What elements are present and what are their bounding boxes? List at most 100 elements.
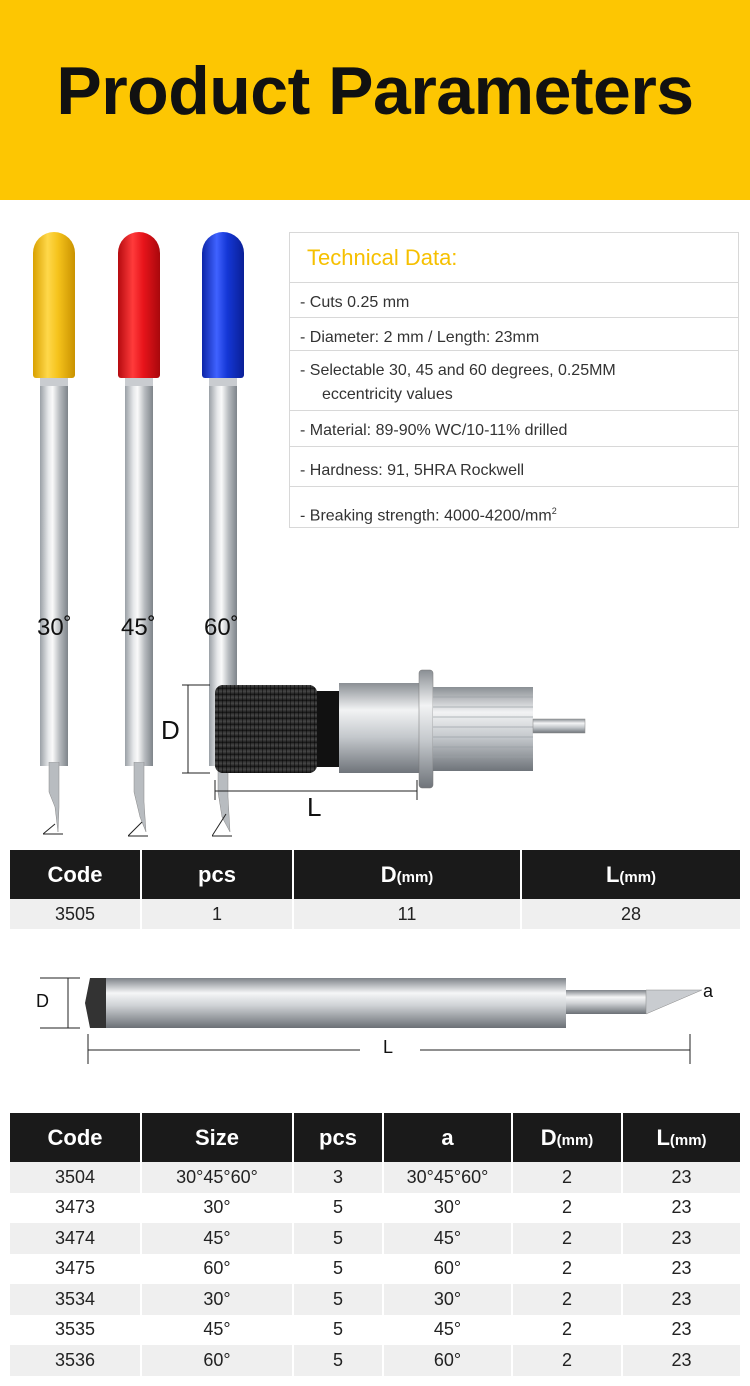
spec-text: - Hardness: 91, 5HRA Rockwell: [300, 462, 525, 479]
holder-spec-table: Code pcs D (mm) L(mm) 3505 1 11 28: [10, 850, 740, 929]
table-cell: 28: [521, 899, 740, 929]
spec-row: - Breaking strength: 4000-4200/mm2: [290, 487, 738, 527]
table-cell: 2: [512, 1192, 623, 1223]
table-cell: 2: [512, 1253, 623, 1284]
table-cell: 30°: [383, 1192, 513, 1223]
table-cell: 11: [293, 899, 522, 929]
table-cell: 2: [512, 1162, 623, 1193]
technical-data-heading: Technical Data:: [290, 233, 738, 283]
blade-cap-blue: [202, 232, 244, 378]
table-cell: 3: [293, 1162, 384, 1193]
spec-text: eccentricity values: [322, 386, 453, 403]
table-cell: 45°: [141, 1314, 294, 1345]
table-cell: 60°: [383, 1345, 513, 1376]
table-cell: 5: [293, 1223, 384, 1254]
table-cell: 5: [293, 1284, 384, 1315]
header-text: D: [540, 1124, 557, 1150]
spec-row: - Material: 89-90% WC/10-11% drilled: [290, 411, 738, 447]
table-cell: 45°: [383, 1223, 513, 1254]
table-cell: 23: [622, 1223, 740, 1254]
spec-row: - Cuts 0.25 mm: [290, 283, 738, 318]
diameter-label: D: [161, 715, 180, 745]
header-unit: (mm): [669, 1131, 707, 1149]
diameter-label: D: [36, 991, 49, 1011]
table-cell: 3534: [10, 1284, 142, 1315]
angle-label: 60˚: [204, 614, 239, 641]
blade-cap-yellow: [33, 232, 75, 378]
table-cell: 60°: [141, 1345, 294, 1376]
blade-shaft: [40, 378, 68, 766]
table-cell: 2: [512, 1284, 623, 1315]
spec-row: - Diameter: 2 mm / Length: 23mm: [290, 318, 738, 351]
spec-text: - Material: 89-90% WC/10-11% drilled: [300, 422, 568, 439]
spec-text: - Cuts 0.25 mm: [300, 294, 410, 311]
table-cell: 23: [622, 1162, 740, 1193]
table-cell: 45°: [141, 1223, 294, 1254]
table-cell: 5: [293, 1345, 384, 1376]
table-cell: 2: [512, 1345, 623, 1376]
blade-bit-diagram: [40, 977, 703, 1064]
column-header-pcs: pcs: [141, 850, 294, 899]
table-cell: 5: [293, 1314, 384, 1345]
table-cell: 3474: [10, 1223, 142, 1254]
title-banner: Product Parameters: [0, 0, 750, 200]
angle-label: 30˚: [37, 614, 72, 641]
length-label: L: [383, 1037, 394, 1057]
superscript: 2: [551, 506, 557, 516]
header-unit: (mm): [556, 1131, 594, 1149]
table-cell: 23: [622, 1284, 740, 1315]
angle-a-label: a: [703, 981, 714, 1001]
table-cell: 3475: [10, 1253, 142, 1284]
table-cell: 30°45°60°: [383, 1162, 513, 1193]
table-header-row: Code Size pcs a D(mm) L(mm): [10, 1113, 740, 1162]
page-title: Product Parameters: [56, 53, 694, 129]
table-cell: 2: [512, 1314, 623, 1345]
spec-row: - Hardness: 91, 5HRA Rockwell: [290, 447, 738, 487]
blade-shaft: [125, 378, 153, 766]
table-cell: 23: [622, 1345, 740, 1376]
blade-tip: [43, 762, 63, 835]
column-header-l: L(mm): [521, 850, 740, 899]
blade-holder-diagram: [182, 669, 586, 800]
column-header-size: Size: [141, 1113, 294, 1162]
blade-cap-red: [118, 232, 160, 378]
header-text: L: [656, 1124, 670, 1150]
header-text: D: [380, 861, 397, 887]
table-cell: 2: [512, 1223, 623, 1254]
column-header-code: Code: [10, 850, 142, 899]
table-cell: 5: [293, 1253, 384, 1284]
table-cell: 30°: [141, 1192, 294, 1223]
table-cell: 45°: [383, 1314, 513, 1345]
table-cell: 3473: [10, 1192, 142, 1223]
spec-text: - Selectable 30, 45 and 60 degrees, 0.25…: [300, 362, 616, 379]
table-header-row: Code pcs D (mm) L(mm): [10, 850, 740, 899]
table-cell: 3504: [10, 1162, 142, 1193]
column-header-code: Code: [10, 1113, 142, 1162]
table-cell: 60°: [383, 1253, 513, 1284]
spec-row: - Selectable 30, 45 and 60 degrees, 0.25…: [290, 351, 738, 411]
table-cell: 5: [293, 1192, 384, 1223]
blade-tip: [128, 762, 148, 837]
header-unit: (mm): [619, 868, 657, 886]
table-cell: 60°: [141, 1253, 294, 1284]
technical-data-panel: Technical Data: - Cuts 0.25 mm - Diamete…: [289, 232, 739, 528]
table-row: 3505 1 11 28: [10, 899, 740, 929]
spec-text: - Breaking strength: 4000-4200/mm: [300, 507, 552, 525]
column-header-l: L(mm): [622, 1113, 740, 1162]
table-cell: 30°: [141, 1284, 294, 1315]
spec-text: - Diameter: 2 mm / Length: 23mm: [300, 329, 540, 346]
table-cell: 3535: [10, 1314, 142, 1345]
length-label: L: [307, 792, 322, 822]
table-cell: 3536: [10, 1345, 142, 1376]
table-cell: 23: [622, 1314, 740, 1345]
table-cell: 23: [622, 1192, 740, 1223]
table-cell: 30°45°60°: [141, 1162, 294, 1193]
